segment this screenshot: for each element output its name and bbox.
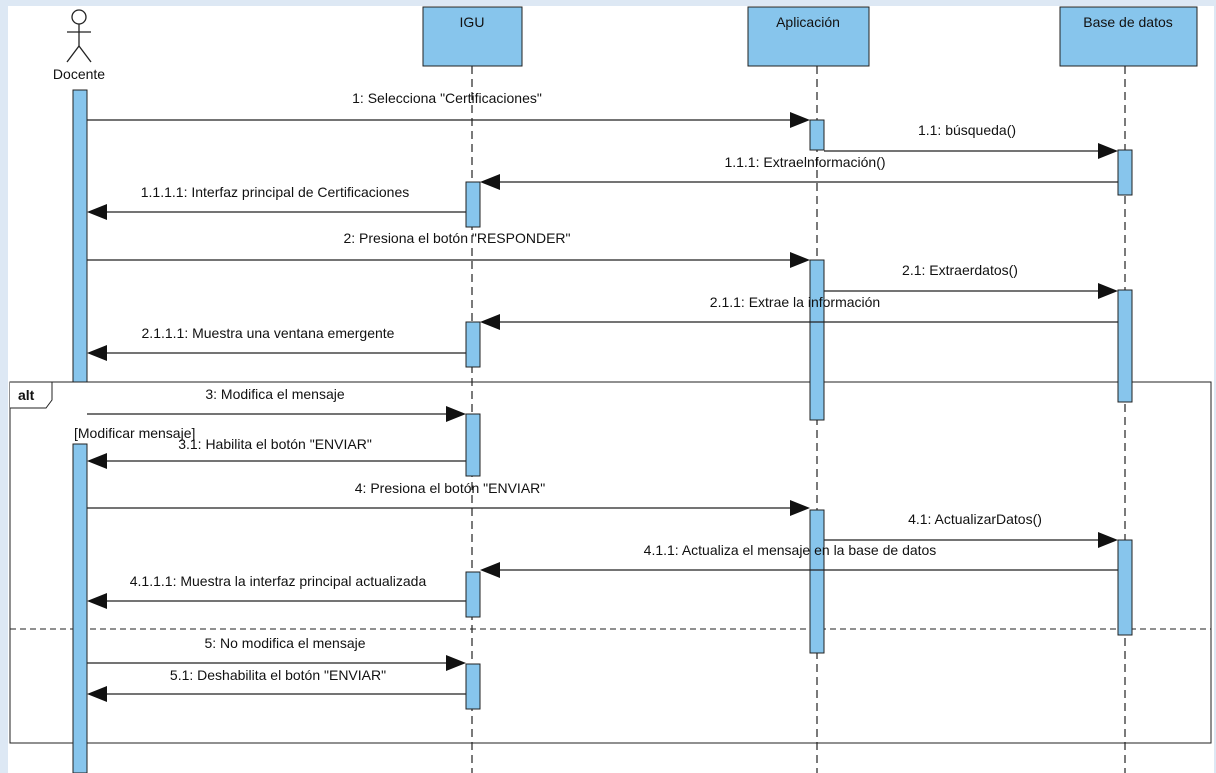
- message-2-1-1-1[interactable]: 2.1.1.1: Muestra una ventana emergente: [87, 325, 466, 361]
- object-name: IGU: [460, 14, 485, 30]
- message-label: 2: Presiona el botón "RESPONDER": [343, 230, 570, 246]
- activation-bd-2: [1117, 289, 1133, 403]
- message-label: 3.1: Habilita el botón "ENVIAR": [178, 436, 372, 452]
- message-2[interactable]: 2: Presiona el botón "RESPONDER": [87, 230, 810, 268]
- fragment-operator: alt: [18, 387, 35, 403]
- object-aplicacion[interactable]: Aplicación: [747, 6, 870, 67]
- message-label: 4.1: ActualizarDatos(): [908, 511, 1042, 527]
- message-label: 5.1: Deshabilita el botón "ENVIAR": [170, 667, 386, 683]
- message-label: 1.1: búsqueda(): [918, 122, 1016, 138]
- message-label: 1.1.1: Extraelnformación(): [724, 154, 885, 170]
- activation-docente-2: [72, 443, 88, 773]
- message-3-1[interactable]: 3.1: Habilita el botón "ENVIAR": [87, 436, 466, 469]
- object-name: Base de datos: [1083, 14, 1173, 30]
- message-4-1-1-1[interactable]: 4.1.1.1: Muestra la interfaz principal a…: [87, 573, 466, 609]
- message-1-1-1[interactable]: 1.1.1: Extraelnformación(): [480, 154, 1118, 190]
- activation-docente-1: [72, 89, 88, 383]
- message-5[interactable]: 5: No modifica el mensaje: [87, 635, 466, 671]
- activation-aplicacion-3: [809, 509, 825, 654]
- activation-aplicacion-1: [809, 119, 825, 151]
- message-5-1[interactable]: 5.1: Deshabilita el botón "ENVIAR": [87, 667, 466, 702]
- message-1[interactable]: 1: Selecciona "Certificaciones": [87, 90, 810, 128]
- activation-igu-1: [465, 181, 481, 228]
- message-label: 4: Presiona el botón "ENVIAR": [355, 480, 546, 496]
- activation-igu-2: [465, 321, 481, 368]
- message-label: 5: No modifica el mensaje: [204, 635, 365, 651]
- message-1-1[interactable]: 1.1: búsqueda(): [824, 122, 1118, 159]
- actor-docente[interactable]: Docente: [53, 9, 105, 82]
- message-label: 2.1: Extraerdatos(): [902, 262, 1018, 278]
- activation-aplicacion-2: [809, 259, 825, 421]
- diagram-background: [8, 6, 1214, 773]
- object-name: Aplicación: [776, 14, 840, 30]
- fragment-guard: [Modificar mensaje]: [74, 425, 195, 441]
- message-2-1-1[interactable]: 2.1.1: Extrae la información: [480, 294, 1118, 330]
- actor-name: Docente: [53, 66, 105, 82]
- message-4-1-1[interactable]: 4.1.1: Actualiza el mensaje en la base d…: [480, 542, 1118, 578]
- activation-bd-3: [1117, 539, 1133, 636]
- message-label: 1: Selecciona "Certificaciones": [352, 90, 542, 106]
- message-4-1[interactable]: 4.1: ActualizarDatos(): [824, 511, 1118, 548]
- message-2-1[interactable]: 2.1: Extraerdatos(): [824, 262, 1118, 299]
- activation-bd-1: [1117, 149, 1133, 196]
- message-label: 2.1.1.1: Muestra una ventana emergente: [142, 325, 395, 341]
- alt-fragment: alt: [9, 381, 1212, 744]
- message-1-1-1-1[interactable]: 1.1.1.1: Interfaz principal de Certifica…: [87, 184, 466, 220]
- activation-igu-5: [465, 663, 481, 710]
- message-label: 4.1.1: Actualiza el mensaje en la base d…: [644, 542, 937, 558]
- object-base-de-datos[interactable]: Base de datos: [1059, 6, 1198, 67]
- activation-igu-4: [465, 571, 481, 618]
- message-label: 4.1.1.1: Muestra la interfaz principal a…: [130, 573, 427, 589]
- message-label: 1.1.1.1: Interfaz principal de Certifica…: [141, 184, 409, 200]
- message-label: 3: Modifica el mensaje: [205, 386, 345, 402]
- message-4[interactable]: 4: Presiona el botón "ENVIAR": [87, 480, 810, 516]
- message-3[interactable]: 3: Modifica el mensaje: [87, 386, 466, 422]
- activation-igu-3: [465, 413, 481, 477]
- message-label: 2.1.1: Extrae la información: [710, 294, 880, 310]
- object-igu[interactable]: IGU: [422, 6, 523, 67]
